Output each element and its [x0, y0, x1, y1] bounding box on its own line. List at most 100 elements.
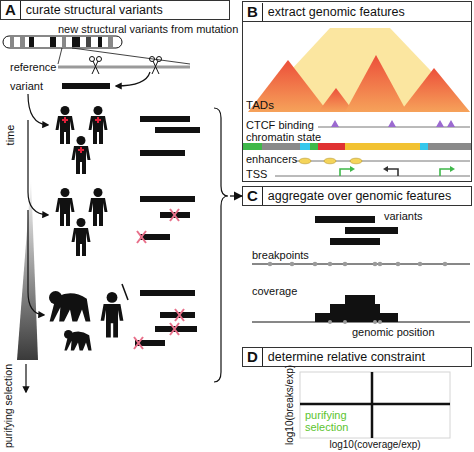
breakpoint-dot: [418, 262, 423, 267]
bracket: [214, 108, 228, 382]
enhancer: [324, 158, 336, 164]
variant-bar: [315, 216, 375, 223]
panel-header: Acurate structural variants: [0, 0, 230, 20]
breakpoint-dot: [343, 262, 348, 267]
breakpoint-dot: [268, 262, 273, 267]
scissors-symbol: [90, 57, 102, 75]
scissors-symbol: [150, 57, 155, 62]
panel-title: curate structural variants: [21, 3, 163, 17]
rearrangement-arrow: [116, 72, 150, 86]
chromatin-segment: [420, 143, 428, 150]
panel-box: Acurate structural variants: [0, 0, 230, 392]
selection-arrow: [25, 364, 26, 392]
plot-frame: [300, 372, 450, 438]
person-icon: [56, 188, 75, 226]
breakpoint-dot: [343, 320, 347, 324]
chromosome-band: [20, 37, 25, 47]
breakpoint-dot: [290, 262, 295, 267]
scissors-symbol: [157, 57, 162, 62]
tss-arrow: [440, 169, 450, 176]
ctcf-site: [331, 120, 455, 127]
scissors-symbol: [97, 57, 102, 62]
mutation-mark: [62, 117, 101, 153]
stick: [122, 284, 128, 300]
annotation-label: variant: [10, 80, 43, 92]
tss-arrow: [383, 166, 388, 172]
time-arrow: [28, 210, 44, 315]
panel-letter: C: [243, 187, 263, 205]
crosshair: [300, 403, 450, 406]
flow-arrow: [230, 195, 242, 196]
enhancer-track: [295, 161, 470, 162]
chromatin-segment: [300, 143, 310, 150]
chromosome-band: [86, 37, 91, 47]
panel-letter: A: [1, 1, 21, 19]
scissors-symbol: [152, 61, 159, 74]
coverage-axis: [252, 322, 470, 323]
tss-arrow: [450, 166, 455, 172]
tss-arrow: [388, 169, 398, 176]
tad-triangle: [400, 68, 470, 112]
scissors-symbol: [92, 61, 99, 74]
breakpoint-dot: [378, 320, 382, 324]
person-icon: [72, 218, 91, 256]
breakpoint-axis: [252, 264, 470, 265]
person-icon: [72, 136, 91, 174]
chromatin-segment: [345, 143, 420, 150]
variant-bar: [140, 290, 195, 296]
variant-bar: [140, 150, 185, 156]
time-arrow: [28, 94, 48, 125]
breakpoint-dot: [328, 320, 332, 324]
chromosome-band: [29, 37, 34, 47]
annotation-label: genomic position: [352, 326, 435, 338]
panel-box: Caggregate over genomic features: [242, 186, 472, 206]
variant-bar: [140, 196, 195, 202]
ape-icon: [64, 330, 92, 350]
variant-bar: [62, 83, 110, 89]
purged-mark: [134, 309, 184, 349]
annotation-label: TADs: [246, 99, 274, 112]
panel-header: Bextract genomic features: [243, 2, 471, 22]
chromatin-track: [243, 143, 471, 150]
zoom-line: [72, 48, 190, 64]
chromosome-band: [108, 37, 113, 47]
breakpoint-dot: [373, 320, 377, 324]
chromosome-band: [98, 37, 102, 47]
annotation-label: variants: [384, 210, 423, 222]
ape-icon: [101, 292, 124, 338]
tss-arrow: [350, 166, 355, 172]
purged-mark: [137, 209, 179, 243]
panel-letter: D: [243, 348, 263, 366]
enhancer: [350, 158, 362, 164]
annotation-label: reference: [10, 61, 56, 73]
chromosome-band: [10, 37, 14, 47]
annotation-label: CTCF binding: [246, 119, 314, 131]
tss-arrow: [340, 169, 350, 176]
zoom-line: [58, 48, 62, 64]
tad-triangle: [345, 55, 407, 112]
variant-bar: [140, 234, 170, 240]
annotation-label: enhancers: [246, 153, 297, 165]
person-icon: [56, 106, 75, 144]
scissors-symbol: [150, 57, 162, 75]
breakpoint-dot: [396, 262, 401, 267]
ape-icon: [49, 291, 90, 322]
annotation-label: log10(coverage/exp): [329, 439, 420, 450]
panel-letter: B: [243, 3, 263, 21]
coverage-histogram: [315, 295, 398, 322]
variant-bar: [330, 238, 380, 245]
panel-header: Ddetermine relative constraint: [243, 348, 471, 366]
annotation-label: purifying selection: [305, 409, 367, 433]
chromatin-segment: [310, 143, 318, 150]
breakpoint-dot: [443, 262, 448, 267]
breakpoint-dot: [373, 262, 378, 267]
time-arrow: [28, 120, 48, 215]
panel-title: aggregate over genomic features: [263, 189, 451, 203]
scissors-symbol: [90, 57, 95, 62]
person-icon: [89, 188, 108, 226]
annotation-label: chromatin state: [246, 131, 321, 143]
panel-title: extract genomic features: [263, 5, 405, 19]
breakpoint-dot: [378, 262, 383, 267]
